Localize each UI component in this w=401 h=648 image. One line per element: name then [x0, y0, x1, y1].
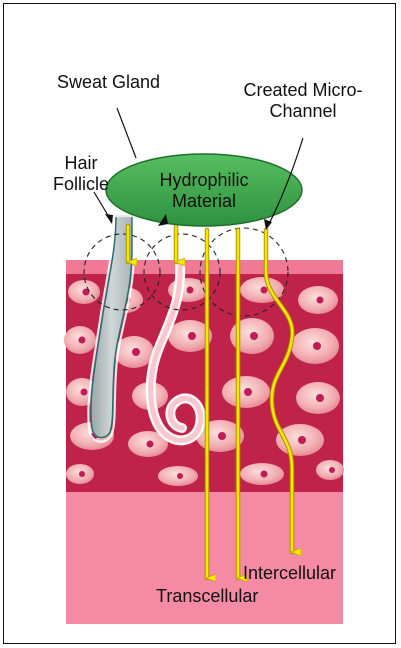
sweat-gland-pointer — [117, 108, 136, 158]
label-hair-follicle-line1: Hair — [46, 153, 116, 174]
label-transcellular: Transcellular — [156, 586, 258, 607]
label-hair-follicle: Hair Follicle — [46, 153, 116, 195]
label-created-micro-channel-line2: Channel — [228, 101, 378, 122]
label-sweat-gland: Sweat Gland — [57, 72, 160, 93]
label-created-micro-channel-line1: Created Micro- — [228, 80, 378, 101]
label-intercellular: Intercellular — [243, 563, 336, 584]
label-hydrophilic-line2: Material — [134, 191, 274, 212]
label-hydrophilic-material: Hydrophilic Material — [134, 170, 274, 212]
label-hydrophilic-line1: Hydrophilic — [134, 170, 274, 191]
label-created-micro-channel: Created Micro- Channel — [228, 80, 378, 122]
label-hair-follicle-line2: Follicle — [46, 174, 116, 195]
